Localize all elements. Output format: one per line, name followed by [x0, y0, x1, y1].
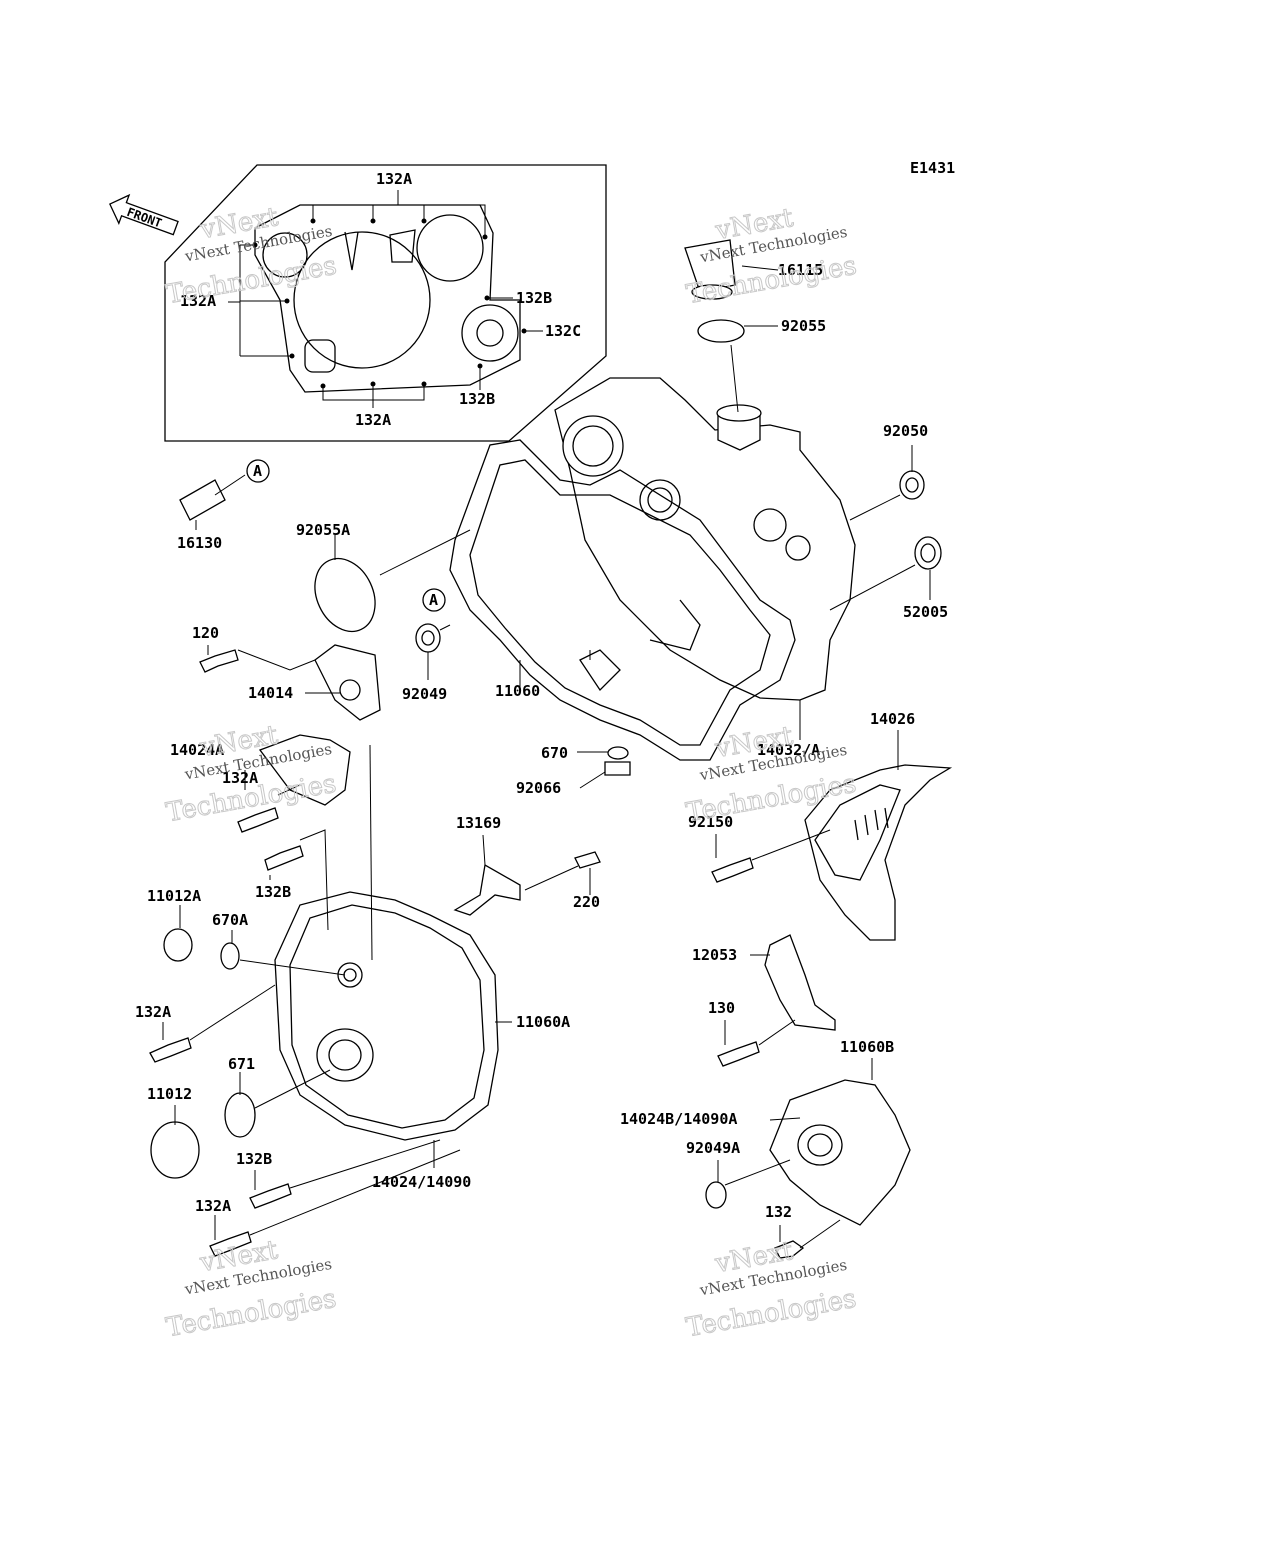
part-label: 92055A	[296, 521, 350, 539]
part-label: 92049	[402, 685, 447, 703]
leader-lines	[162, 265, 931, 1249]
part-label: 132B	[236, 1150, 272, 1168]
part-label: 16115	[778, 261, 823, 279]
part-label: 16130	[177, 534, 222, 552]
part-label: 13169	[456, 814, 501, 832]
part-label: 132A	[195, 1197, 231, 1215]
callout-a-mid: A	[422, 588, 446, 612]
part-label: 92055	[781, 317, 826, 335]
part-label: 132B	[516, 289, 552, 307]
crankcase-cover	[554, 377, 856, 701]
inset-detail	[164, 164, 607, 442]
part-label: 11060B	[840, 1038, 894, 1056]
part-label: 670	[541, 744, 568, 762]
part-label: 132A	[180, 292, 216, 310]
watermark-bottom-right: vNext Technologies vNext Technologies	[683, 1235, 859, 1343]
part-label: 132A	[222, 769, 258, 787]
part-label: 11060A	[516, 1013, 570, 1031]
part-label: 92050	[883, 422, 928, 440]
part-label: 14014	[248, 684, 293, 702]
part-label: 92150	[688, 813, 733, 831]
guide-12053	[764, 934, 836, 1031]
part-label: 671	[228, 1055, 255, 1073]
part-label: 14032/A	[757, 741, 820, 759]
clutch-cover-11060A	[274, 891, 499, 1141]
part-label: 132B	[459, 390, 495, 408]
part-label: 11060	[495, 682, 540, 700]
callout-a-top: A	[246, 459, 270, 483]
part-label: 120	[192, 624, 219, 642]
sprocket-cover-14026	[804, 764, 953, 941]
part-label: 92049A	[686, 1139, 740, 1157]
small-parts	[149, 239, 942, 1259]
part-label: 220	[573, 893, 600, 911]
part-label: 132A	[135, 1003, 171, 1021]
part-label: 132	[765, 1203, 792, 1221]
part-label: 92066	[516, 779, 561, 797]
part-label: 14024B/14090A	[620, 1110, 737, 1128]
part-labels: 132A 132A 132B 132C 132B 132A 16115 9205…	[135, 170, 948, 1221]
part-label: 11012A	[147, 887, 201, 905]
part-label: 132B	[255, 883, 291, 901]
part-label: 132A	[376, 170, 412, 188]
svg-text:A: A	[429, 591, 438, 609]
part-label: 14024A	[170, 741, 224, 759]
front-arrow-icon: FRONT	[109, 193, 179, 236]
part-label: 670A	[212, 911, 248, 929]
part-label: 14026	[870, 710, 915, 728]
part-label: 11012	[147, 1085, 192, 1103]
part-label: 14024/14090	[372, 1173, 471, 1191]
svg-text:A: A	[253, 462, 262, 480]
watermark-bottom-left: vNext Technologies vNext Technologies	[163, 1235, 339, 1344]
watermark-top-right: vNext Technologies vNext Technologies	[684, 202, 860, 310]
cover-11060B	[769, 1079, 911, 1226]
diagram-code: E1431	[910, 159, 955, 177]
part-label: 130	[708, 999, 735, 1017]
part-label: 52005	[903, 603, 948, 621]
part-label: 132C	[545, 322, 581, 340]
part-label: 132A	[355, 411, 391, 429]
part-label: 12053	[692, 946, 737, 964]
